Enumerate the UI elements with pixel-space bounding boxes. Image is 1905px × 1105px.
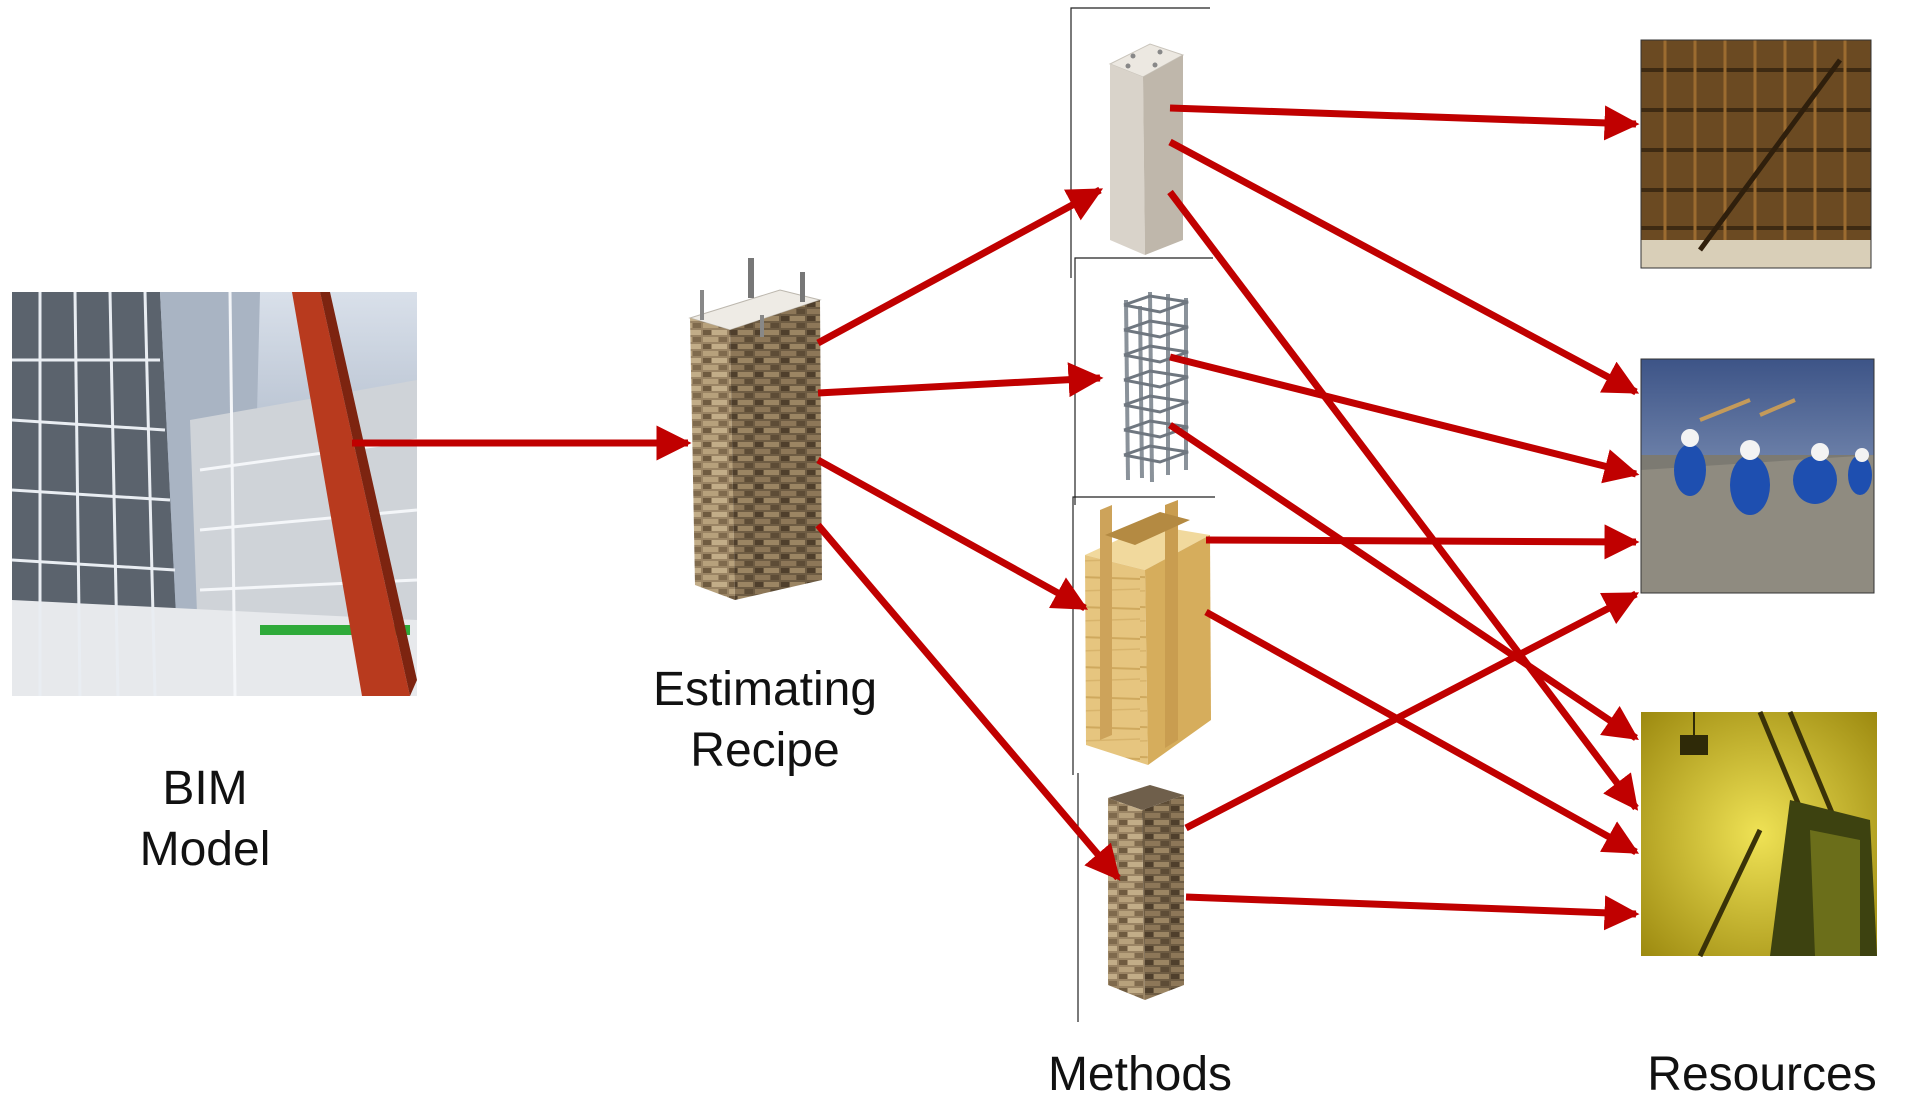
- estimating-recipe-label: Estimating Recipe: [615, 659, 915, 781]
- tower-crane-photo: [1641, 711, 1877, 958]
- bim-model-label-line2: Model: [139, 823, 271, 876]
- estimating-recipe-label-line1: Estimating: [652, 663, 878, 716]
- arrow-formwork-to-crew: [1205, 524, 1640, 560]
- timber-formwork-image: [1085, 500, 1211, 765]
- arrow-cladding-to-crew: [1184, 590, 1640, 832]
- arrow-recipe-to-cladding: [815, 522, 1121, 881]
- bim-3d-model-image: [11, 291, 418, 697]
- resources-label: Resources: [1622, 1044, 1902, 1105]
- concrete-column-image: [1108, 43, 1185, 255]
- arrow-recipe-to-concrete: [816, 186, 1104, 347]
- methods-frame: [1070, 7, 1215, 1022]
- arrows: [352, 104, 1640, 931]
- arrow-cladding-to-crane: [1185, 893, 1640, 931]
- bim-model-label-line1: BIM: [162, 762, 248, 815]
- arrow-rebar-to-crane: [1168, 422, 1639, 741]
- stone-cladding-column-image: [1108, 785, 1184, 1000]
- arrow-formwork-to-crane: [1204, 608, 1640, 856]
- estimating-recipe-label-line2: Recipe: [690, 724, 840, 777]
- stone-column-image: [688, 258, 822, 600]
- formwork-panel-photo: [1640, 39, 1872, 269]
- arrow-concrete-to-formwork-panel: [1169, 104, 1640, 141]
- arrow-rebar-to-crew: [1169, 353, 1640, 484]
- resources-label-text: Resources: [1647, 1048, 1877, 1101]
- arrow-concrete-to-crew: [1168, 138, 1640, 396]
- rebar-cage-image: [1123, 291, 1189, 483]
- methods-label-text: Methods: [1047, 1048, 1233, 1101]
- arrow-concrete-to-crane: [1167, 189, 1639, 811]
- arrow-recipe-to-rebar: [817, 362, 1104, 398]
- arrow-recipe-to-formwork: [816, 456, 1089, 612]
- concrete-crew-photo: [1640, 358, 1875, 594]
- methods-label: Methods: [1010, 1044, 1270, 1105]
- bim-model-label: BIM Model: [90, 758, 320, 880]
